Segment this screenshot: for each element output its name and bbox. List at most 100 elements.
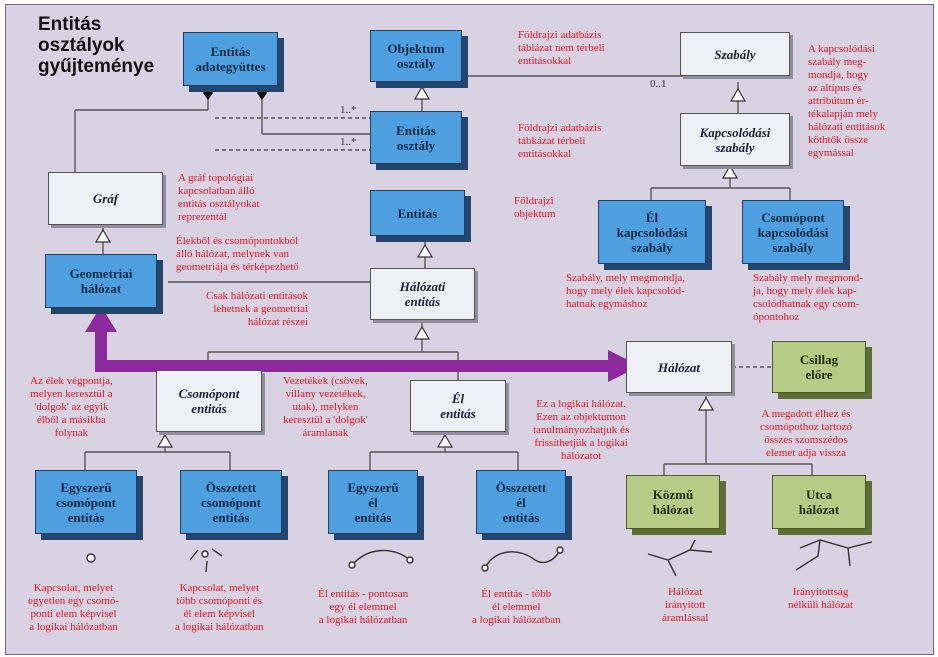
generalization-triangle-graf <box>94 228 112 243</box>
multiplicity-2: 1..* <box>340 136 357 149</box>
objektum-osztaly-box: Objektum osztály <box>370 30 462 82</box>
note-csomopont-szabaly: Szabály mely megmond- ja, hogy mely élek… <box>753 272 863 324</box>
halozat-label: Hálózat <box>658 359 700 375</box>
csomopont-entitas-label: Csomópont entitás <box>178 386 240 416</box>
kozmu-halozat-box: Közmű hálózat <box>626 475 720 529</box>
generalization-triangle-el <box>436 433 454 448</box>
note-graf: A gráf topológiai kapcsolatban álló enti… <box>178 172 260 224</box>
note-graf-text: A gráf topológiai kapcsolatban álló enti… <box>178 172 260 223</box>
note-csillag: A megadott élhez és csomópothoz tartozó … <box>760 408 852 460</box>
csomopont-kapcsolodasi-szabaly-label: Csomópont kapcsolódási szabály <box>757 209 829 255</box>
note-entitas-text: Földrajzi objektum <box>514 195 556 220</box>
diagram-panel <box>5 4 934 655</box>
csomopont-kapcsolodasi-szabaly-box: Csomópont kapcsolódási szabály <box>742 200 844 264</box>
note-kapcsolat-1-text: Kapcsolat, melyet egyetlen egy csomó- po… <box>28 582 120 633</box>
halozat-box: Hálózat <box>626 341 732 393</box>
note-el-szabaly: Szabály, mely megmondja, hogy mely élek … <box>566 272 685 311</box>
complex-node-illustration <box>201 550 209 558</box>
graf-label: Gráf <box>92 191 119 206</box>
note-halozati-entitas: Csak hálózati entitások lehetnek a geome… <box>206 290 308 329</box>
undirected-network-illustration <box>795 539 873 571</box>
generalization-triangle-entitas <box>416 243 434 258</box>
note-el-vegpont: Az élek végpontja, melyen keresztül a 'd… <box>30 375 113 440</box>
aggregation-diamond-1 <box>203 86 213 100</box>
note-vezetekek-text: Vezetékek (csövek, villany vezetékek, ut… <box>283 375 368 439</box>
note-kapcsolat-2-text: Kapcsolat, melyet több csomóponti és él … <box>175 582 264 633</box>
generalization-triangle-halozat <box>697 396 715 411</box>
el-kapcsolodasi-szabaly-label: Él kapcsolódási szabály <box>616 209 688 255</box>
note-geometria-text: Élekből és csomópontokból álló hálózat, … <box>176 235 299 273</box>
graf-box: Gráf <box>48 172 163 225</box>
entitas-adategyuttes-label: Entitás adategyüttes <box>195 44 266 74</box>
note-szabaly: A kapcsolódási szabály meg- mondja, hogy… <box>808 43 885 160</box>
kapcsolodasi-szabaly-label: Kapcsolódási szabály <box>699 124 771 155</box>
purple-double-arrow <box>85 306 640 382</box>
osszetett-el-entitas-label: Összetett él entitás <box>495 479 547 525</box>
multiplicity-1-text: 1..* <box>340 104 357 116</box>
note-objektum-osztaly: Földrajzi adatbázis táblázat nem térbeli… <box>518 29 605 68</box>
note-entitas-osztaly-text: Földrajzi adatbázis tábkázat térbeli ent… <box>518 122 602 160</box>
note-el-tobb: Él entitás - több él elemmel a logikai h… <box>472 588 561 627</box>
osszetett-el-entitas-box: Összetett él entitás <box>476 470 566 534</box>
note-kapcsolat-1: Kapcsolat, melyet egyetlen egy csomó- po… <box>28 582 119 634</box>
halozati-entitas-label: Hálózati entitás <box>399 279 446 309</box>
note-el-vegpont-text: Az élek végpontja, melyen keresztül a 'd… <box>30 375 113 439</box>
generalization-triangle-csomopont <box>156 433 174 448</box>
kapcsolodasi-szabaly-box: Kapcsolódási szabály <box>680 113 790 166</box>
generalization-triangle-kapcsolodasi <box>721 164 739 179</box>
note-iranyitatlan-text: Irányítottság nélküli hálózat <box>788 586 854 611</box>
complex-edge-illustration <box>484 549 561 569</box>
note-kapcsolat-2: Kapcsolat, melyet több csomóponti és él … <box>175 582 264 634</box>
note-vezetekek: Vezetékek (csövek, villany vezetékek, ut… <box>283 375 368 440</box>
utca-halozat-box: Utca hálózat <box>772 475 866 529</box>
el-entitas-label: Él entitás <box>440 391 476 421</box>
csomopont-entitas-box: Csomópont entitás <box>156 370 262 432</box>
note-csomopont-szabaly-text: Szabály mely megmond- ja, hogy mely élek… <box>753 272 863 323</box>
csillag-elore-box: Csillag előre <box>772 341 866 393</box>
single-node-illustration <box>86 553 96 563</box>
note-el-szabaly-text: Szabály, mely megmondja, hogy mely élek … <box>566 272 686 310</box>
note-objektum-text: Földrajzi adatbázis táblázat nem térbeli… <box>518 29 605 67</box>
entitas-osztaly-label: Entitás osztály <box>396 122 436 153</box>
note-el-pontosan-text: Él entitás - pontosan egy él elemmel a l… <box>318 588 409 626</box>
kozmu-halozat-label: Közmű hálózat <box>652 487 694 517</box>
note-el-tobb-text: Él entitás - több él elemmel a logikai h… <box>472 588 561 626</box>
entitas-osztaly-box: Entitás osztály <box>370 111 462 164</box>
note-szabaly-text: A kapcsolódási szabály meg- mondja, hogy… <box>808 43 886 159</box>
multiplicity-3: 0..1 <box>650 78 667 91</box>
egyszeru-csomopont-entitas-label: Egyszerű csomópont entitás <box>56 479 116 525</box>
geometriai-halozat-label: Geometriai hálózat <box>69 266 133 296</box>
note-entitas-osztaly: Földrajzi adatbázis tábkázat térbeli ent… <box>518 122 601 161</box>
objektum-osztaly-label: Objektum osztály <box>387 41 445 71</box>
multiplicity-1: 1..* <box>340 104 357 117</box>
generalization-triangle-halozati <box>413 325 431 340</box>
entitas-adategyuttes-box: Entitás adategyüttes <box>183 32 278 86</box>
complex-node-lines <box>189 548 223 573</box>
multiplicity-3-text: 0..1 <box>650 78 667 90</box>
csillag-elore-label: Csillag előre <box>799 352 839 382</box>
page-title: Entitás osztályok gyűjteménye <box>38 14 154 77</box>
szabaly-label: Szabály <box>714 46 756 62</box>
egyszeru-el-entitas-label: Egyszerű él entitás <box>347 479 399 525</box>
el-entitas-box: Él entitás <box>410 380 506 432</box>
egyszeru-el-entitas-box: Egyszerű él entitás <box>328 470 418 534</box>
aggregation-diamond-2 <box>257 86 267 100</box>
directed-network-illustration <box>647 539 713 577</box>
note-iranyitott-text: Hálózat irányított áramlással <box>662 586 709 624</box>
utca-halozat-label: Utca hálózat <box>798 487 840 517</box>
geometriai-halozat-box: Geometriai hálózat <box>45 254 157 308</box>
note-el-pontosan: Él entitás - pontosan egy él elemmel a l… <box>318 588 408 627</box>
note-logikai-halozat: Ez a logikai hálózat. Ezen az objektumon… <box>533 398 629 463</box>
note-csillag-text: A megadott élhez és csomópothoz tartozó … <box>760 408 852 459</box>
multiplicity-2-text: 1..* <box>340 136 357 148</box>
entitas-box: Entitás <box>370 190 465 236</box>
generalization-triangle-szabaly <box>729 87 747 102</box>
note-entitas: Földrajzi objektum <box>514 195 556 221</box>
note-logikai-text: Ez a logikai hálózat. Ezen az objektumon… <box>533 398 630 462</box>
note-halozati-entitas-text: Csak hálózati entitások lehetnek a geome… <box>206 290 309 328</box>
osszetett-csomopont-entitas-label: Összetett csomópont entitás <box>201 479 261 525</box>
note-iranyitatlan: Irányítottság nélküli hálózat <box>788 586 853 612</box>
halozati-entitas-box: Hálózati entitás <box>370 268 475 320</box>
